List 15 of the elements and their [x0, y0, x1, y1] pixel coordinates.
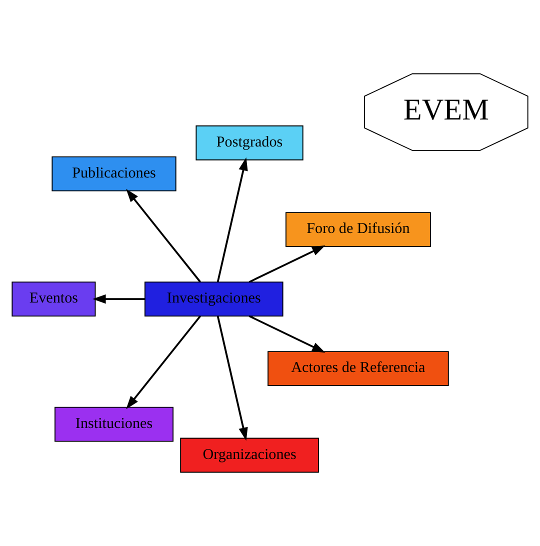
node-box: Actores de Referencia: [268, 351, 449, 386]
node-box: Instituciones: [54, 406, 174, 442]
node-box: Investigaciones: [144, 282, 284, 317]
node-box: Eventos: [12, 282, 96, 317]
arrow: [126, 316, 201, 410]
arrow: [248, 245, 326, 283]
arrow: [216, 157, 248, 282]
node-box: Postgrados: [196, 125, 304, 160]
arrow: [248, 315, 326, 353]
arrow: [92, 294, 145, 304]
arrow: [216, 316, 248, 441]
node-box: Foro de Difusión: [286, 212, 431, 248]
arrow: [126, 188, 201, 282]
node-box: Publicaciones: [52, 156, 176, 192]
node-box: Organizaciones: [180, 438, 319, 473]
